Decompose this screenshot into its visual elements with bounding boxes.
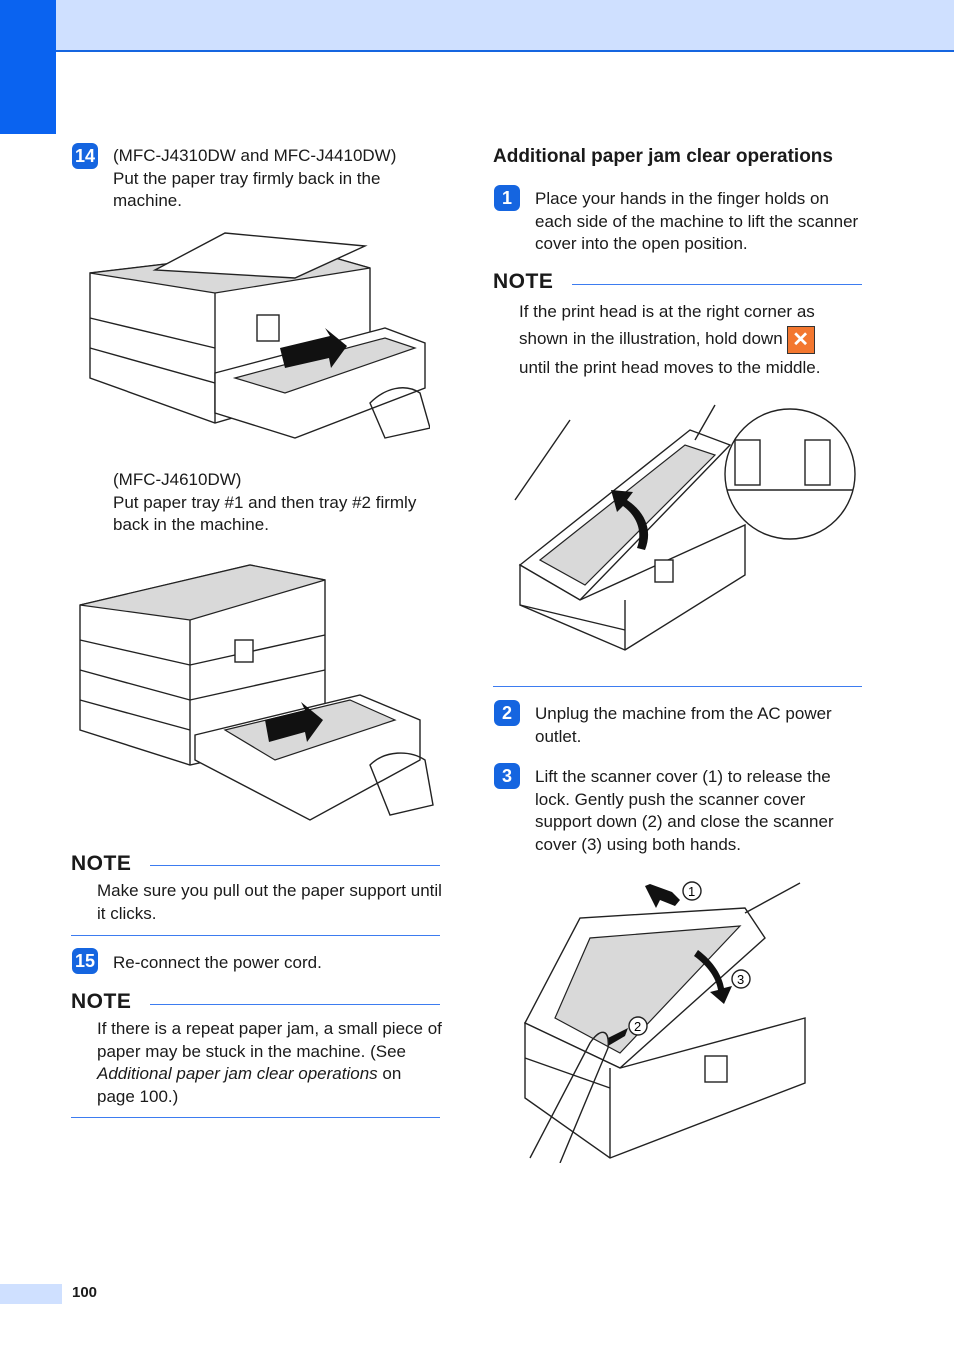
step-15-badge: 15 xyxy=(72,948,98,974)
header-band xyxy=(0,0,954,52)
step-14-models: (MFC-J4310DW and MFC-J4410DW) xyxy=(113,146,397,165)
note-3-text: If the print head is at the right corner… xyxy=(519,302,821,377)
step-14-text: Put the paper tray firmly back in the ma… xyxy=(113,168,381,211)
step-14b-models: (MFC-J4610DW) xyxy=(113,470,242,489)
callout-3: 3 xyxy=(737,972,744,987)
callout-2: 2 xyxy=(634,1019,641,1034)
note-2-rule xyxy=(150,1004,440,1005)
step-3-badge: 3 xyxy=(494,763,520,789)
printer-tray-illustration-1 xyxy=(89,232,430,439)
step-3-text: Lift the scanner cover (1) to release th… xyxy=(535,767,834,854)
printer-two-trays-illustration xyxy=(79,564,434,821)
stop-exit-key-icon: ✕ xyxy=(786,325,815,354)
note-3-rule xyxy=(572,284,862,285)
step-1-text: Place your hands in the finger holds on … xyxy=(535,189,859,253)
note-1-end-rule xyxy=(71,935,440,936)
note-2-heading: NOTE xyxy=(71,990,132,1013)
cross-reference-link[interactable]: Additional paper jam clear operations xyxy=(97,1064,378,1083)
chapter-tab xyxy=(0,0,56,134)
callout-1: 1 xyxy=(688,884,695,899)
step-14b-text: Put paper tray #1 and then tray #2 firml… xyxy=(113,492,417,535)
scanner-cover-close-illustration: 1 3 2 xyxy=(524,881,806,1163)
step-1-end-rule xyxy=(493,686,862,687)
scanner-cover-open-illustration xyxy=(514,404,856,651)
note-1-text: Make sure you pull out the paper support… xyxy=(97,881,442,923)
note-1-rule xyxy=(150,865,440,866)
step-15-text: Re-connect the power cord. xyxy=(113,953,322,972)
note-1-heading: NOTE xyxy=(71,852,132,875)
step-14-badge: 14 xyxy=(72,143,98,169)
page-number: 100 xyxy=(72,1284,98,1301)
note-2-text: If there is a repeat paper jam, a small … xyxy=(97,1019,442,1106)
note-3-heading: NOTE xyxy=(493,270,554,293)
step-1-badge: 1 xyxy=(494,185,520,211)
step-14: (MFC-J4310DW and MFC-J4410DW) Put the pa… xyxy=(113,145,443,213)
section-heading: Additional paper jam clear operations xyxy=(493,146,833,167)
page-number-tab xyxy=(0,1284,62,1304)
step-2-badge: 2 xyxy=(494,700,520,726)
note-2-end-rule xyxy=(71,1117,440,1118)
step-2-text: Unplug the machine from the AC power out… xyxy=(535,704,832,746)
step-14b: (MFC-J4610DW) Put paper tray #1 and then… xyxy=(113,469,443,537)
